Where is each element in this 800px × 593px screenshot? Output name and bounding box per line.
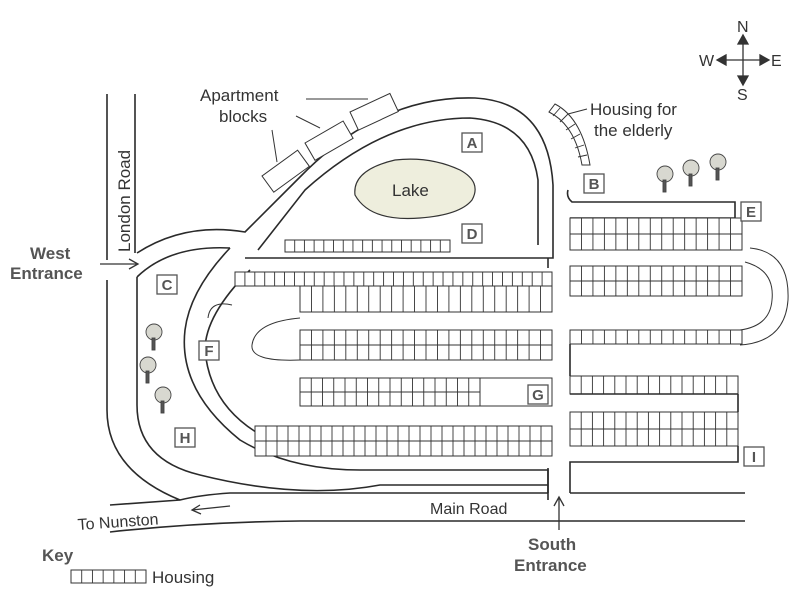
- south-entrance-label-2: Entrance: [514, 556, 587, 575]
- apartment-blocks: [261, 92, 399, 193]
- location-letter: E: [746, 204, 756, 221]
- location-letter: F: [204, 343, 213, 360]
- tree-icon: [145, 323, 163, 351]
- to-nunston-label: To Nunston: [77, 511, 159, 534]
- trees-northeast: [656, 153, 727, 193]
- housing-row: [569, 329, 743, 345]
- main-road: [109, 468, 745, 533]
- tree-icon: [682, 159, 700, 187]
- elderly-label-2: the elderly: [594, 121, 673, 140]
- lake-label: Lake: [392, 181, 429, 200]
- key-title: Key: [42, 546, 74, 565]
- trees-west: [139, 323, 172, 414]
- east-road: [566, 189, 736, 219]
- apartment-leader-lines: [271, 98, 368, 163]
- tree-icon: [154, 386, 172, 414]
- housing-row: [284, 239, 451, 253]
- location-marker-c: C: [156, 274, 178, 295]
- compass-west: W: [699, 53, 715, 70]
- location-letter: G: [532, 387, 544, 404]
- apartment-label-2: blocks: [219, 107, 267, 126]
- elderly-housing: [548, 103, 591, 166]
- housing-row: [234, 271, 553, 287]
- housing-row: [299, 329, 553, 361]
- housing-row: [569, 411, 739, 447]
- location-letter: B: [589, 176, 600, 193]
- housing-row: [299, 285, 553, 313]
- location-marker-g: G: [527, 384, 549, 405]
- housing-rows: [234, 217, 743, 468]
- elderly-label-1: Housing for: [590, 100, 677, 119]
- location-marker-i: I: [743, 446, 765, 467]
- tree-icon: [656, 165, 674, 193]
- location-marker-h: H: [174, 427, 196, 448]
- housing-curves: [207, 247, 789, 361]
- housing-row: [569, 265, 743, 297]
- south-entrance-arrow: [553, 495, 565, 530]
- location-marker-e: E: [740, 201, 762, 222]
- housing-row: [569, 217, 743, 251]
- london-road: [106, 94, 181, 501]
- lake: [354, 158, 476, 220]
- london-road-label: London Road: [115, 150, 134, 252]
- location-letter: I: [752, 449, 756, 466]
- key-housing-symbol: [70, 569, 147, 584]
- location-marker-f: F: [198, 340, 220, 361]
- key-housing-label: Housing: [152, 568, 214, 587]
- housing-row: [254, 425, 553, 457]
- location-letter: D: [467, 226, 478, 243]
- housing-row: [299, 377, 481, 407]
- location-marker-d: D: [461, 223, 483, 244]
- location-letter: H: [180, 430, 191, 447]
- housing-row: [569, 375, 739, 395]
- tree-icon: [139, 356, 157, 384]
- apartment-label-1: Apartment: [200, 86, 279, 105]
- compass-icon: [715, 33, 771, 87]
- west-entrance-arrow: [100, 258, 140, 270]
- compass-south: S: [737, 87, 748, 104]
- location-marker-a: A: [461, 132, 483, 153]
- location-markers: A B C D E F G H I: [156, 132, 765, 467]
- location-letter: A: [467, 135, 478, 152]
- compass-north: N: [737, 19, 749, 36]
- location-marker-b: B: [583, 173, 605, 194]
- main-road-label: Main Road: [430, 501, 507, 518]
- location-letter: C: [162, 277, 173, 294]
- to-nunston-arrow: [190, 504, 231, 515]
- south-entrance-label-1: South: [528, 535, 576, 554]
- west-entrance-label-2: Entrance: [10, 264, 83, 283]
- west-entrance-label-1: West: [30, 244, 71, 263]
- tree-icon: [709, 153, 727, 181]
- compass-east: E: [771, 53, 782, 70]
